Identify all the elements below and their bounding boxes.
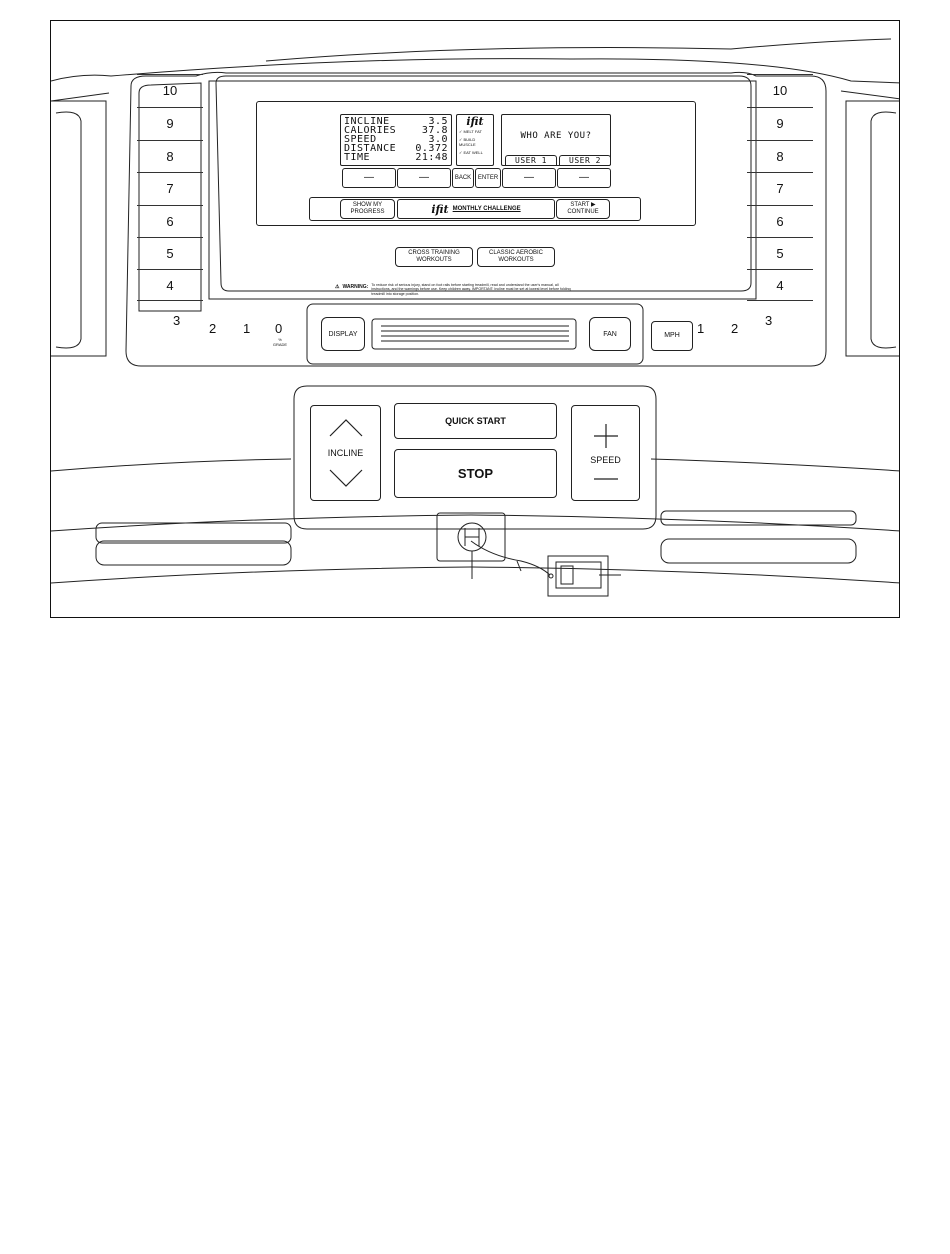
speed-button[interactable]: SPEED [571,405,640,501]
incline-key-3[interactable]: 3 [173,313,181,328]
ifit-bar [309,197,641,221]
warning-text: To reduce risk of serious injury, stand … [371,283,571,296]
soft-key-3[interactable]: — [502,168,556,188]
speed-key-6[interactable]: 6 [747,205,813,237]
cross-training-workouts-button[interactable]: CROSS TRAINING WORKOUTS [395,247,473,267]
goal-build-muscle: ✓ BUILD MUSCLE [459,137,476,147]
start-label: START ▶ [570,202,596,208]
display-panel [256,101,696,226]
soft-key-2[interactable]: — [397,168,451,188]
warning-icon: ⚠ [335,284,340,290]
incline-key-7[interactable]: 7 [137,172,203,204]
speed-key-7[interactable]: 7 [747,172,813,204]
fan-button[interactable]: FAN [589,317,631,351]
speed-label: SPEED [590,455,621,465]
treadmill-console-diagram: 10 9 8 7 6 5 4 3 2 1 0 % GRADE 10 9 8 7 … [50,20,900,618]
incline-key-8[interactable]: 8 [137,140,203,172]
incline-label: INCLINE [327,448,364,458]
soft-key-4[interactable]: — [557,168,611,188]
speed-key-3[interactable]: 3 [765,313,773,328]
start-continue-button[interactable]: START ▶ CONTINUE [556,199,610,219]
monthly-challenge-label: MONTHLY CHALLENGE [452,206,521,212]
incline-button[interactable]: INCLINE [310,405,381,501]
enter-button[interactable]: ENTER [475,168,501,188]
speed-key-2[interactable]: 2 [731,321,739,336]
incline-key-6[interactable]: 6 [137,205,203,237]
continue-label: CONTINUE [567,209,599,215]
speed-key-1[interactable]: 1 [697,321,705,336]
classic-aerobic-workouts-button[interactable]: CLASSIC AEROBIC WORKOUTS [477,247,555,267]
incline-up-icon [329,419,362,437]
goal-eat-well: ✓ EAT WELL [459,150,483,155]
quick-start-label: QUICK START [445,416,506,426]
incline-key-9[interactable]: 9 [137,107,203,139]
stop-label: STOP [457,466,494,481]
back-button[interactable]: BACK [452,168,474,188]
incline-key-4[interactable]: 4 [137,269,203,301]
user-lcd: WHO ARE YOU? USER 1 USER 2 [501,114,611,166]
goal-melt-fat: ✓ MELT FAT [459,129,482,134]
quick-start-button[interactable]: QUICK START [394,403,557,439]
speed-plus-icon [593,424,618,448]
safety-key-icon[interactable] [457,523,487,553]
ifit-logo: ifit [466,115,484,128]
mph-label: MPH [651,321,693,351]
user-2-tab[interactable]: USER 2 [559,155,611,165]
speed-key-5[interactable]: 5 [747,237,813,269]
incline-key-1[interactable]: 1 [243,321,251,336]
console-outline [51,38,899,597]
speed-key-8[interactable]: 8 [747,140,813,172]
speed-minus-icon [593,478,618,480]
stop-button[interactable]: STOP [394,449,557,498]
who-are-you-prompt: WHO ARE YOU? [520,131,592,141]
grade-label: % GRADE [272,337,288,347]
soft-key-1[interactable]: — [342,168,396,188]
incline-key-2[interactable]: 2 [209,321,217,336]
ifit-logo-small: ifit [431,202,449,216]
incline-key-5[interactable]: 5 [137,237,203,269]
display-button[interactable]: DISPLAY [321,317,365,351]
warning-title: WARNING: [342,284,369,290]
speed-key-10[interactable]: 10 [747,74,813,106]
monthly-challenge-button[interactable]: ifit MONTHLY CHALLENGE [397,199,555,219]
goals-lcd: ifit ✓ MELT FAT ✓ BUILD MUSCLE ✓ EAT WEL… [456,114,494,166]
incline-key-0[interactable]: 0 [275,321,283,336]
speed-key-9[interactable]: 9 [747,107,813,139]
speed-key-4[interactable]: 4 [747,269,813,301]
warning-label: ⚠ WARNING: To reduce risk of serious inj… [335,283,575,301]
user-1-tab[interactable]: USER 1 [505,155,557,165]
safety-clip-icon[interactable] [548,556,608,596]
show-my-progress-button[interactable]: SHOW MY PROGRESS [340,199,395,219]
incline-down-icon [329,469,362,487]
incline-key-10[interactable]: 10 [137,74,203,106]
